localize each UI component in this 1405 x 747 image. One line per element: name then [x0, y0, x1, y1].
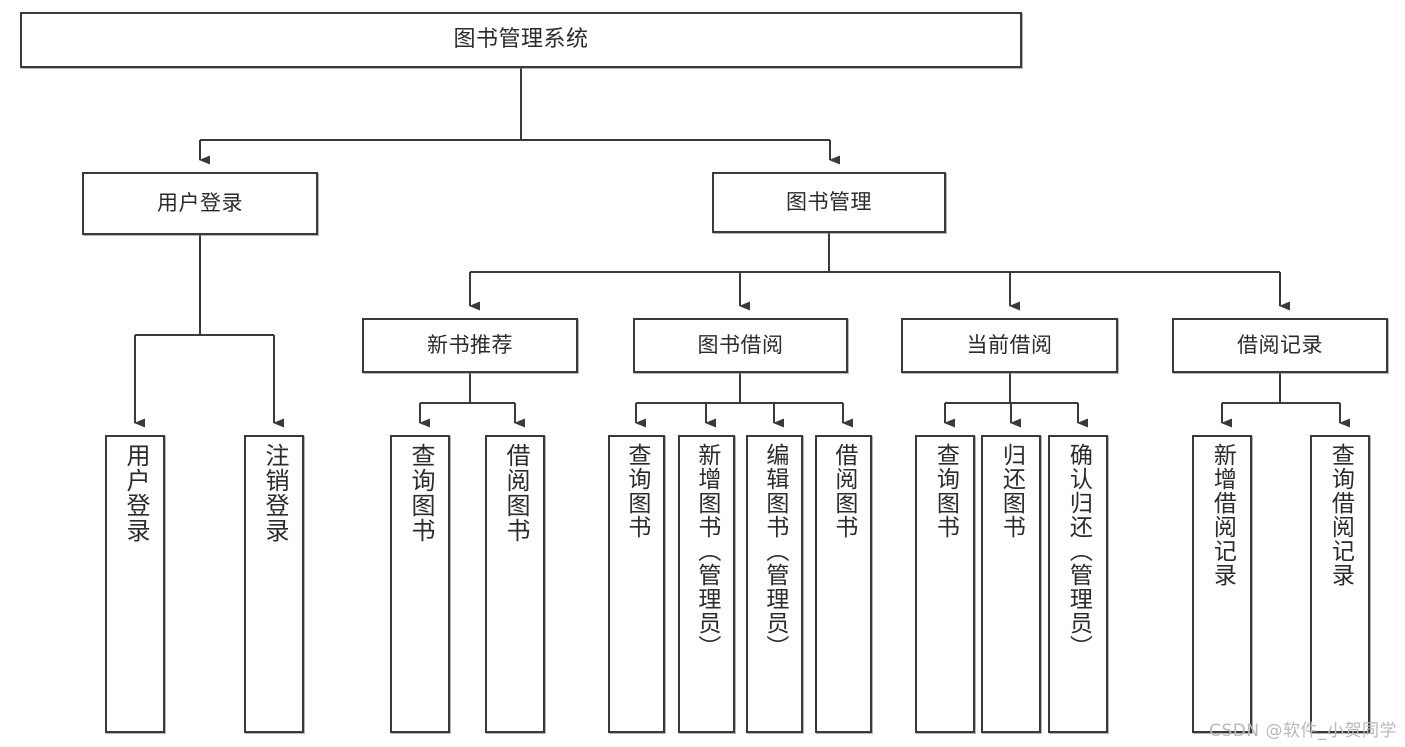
node-cb-return-book[interactable]: 归还图书 — [981, 435, 1041, 733]
node-current-borrow[interactable]: 当前借阅 — [901, 318, 1118, 373]
node-borrow-record[interactable]: 借阅记录 — [1172, 318, 1388, 373]
node-label: 图书管理系统 — [453, 27, 589, 53]
csdn-watermark: CSDN @软件_小贺同学 — [1209, 721, 1397, 741]
node-br-query-record[interactable]: 查询借阅记录 — [1310, 435, 1370, 733]
node-label: 借阅图书 — [830, 443, 857, 539]
node-label: 确认归还（管理员） — [1065, 443, 1092, 659]
node-bb-add-book[interactable]: 新增图书（管理员） — [678, 435, 735, 733]
node-book-borrow[interactable]: 图书借阅 — [633, 318, 848, 373]
node-root-system[interactable]: 图书管理系统 — [20, 12, 1022, 68]
node-nb-query-book[interactable]: 查询图书 — [390, 435, 450, 733]
node-book-management[interactable]: 图书管理 — [712, 172, 946, 233]
node-label: 注销登录 — [260, 443, 289, 543]
node-user-login-logout[interactable]: 注销登录 — [244, 435, 304, 733]
node-label: 新增图书（管理员） — [693, 443, 720, 659]
node-label: 当前借阅 — [966, 333, 1053, 358]
node-bb-query-book[interactable]: 查询图书 — [608, 435, 665, 733]
node-label: 归还图书 — [998, 443, 1025, 539]
node-new-book-recommend[interactable]: 新书推荐 — [362, 318, 578, 373]
node-label: 用户登录 — [121, 443, 150, 543]
node-user-login-login[interactable]: 用户登录 — [105, 435, 165, 733]
node-br-add-record[interactable]: 新增借阅记录 — [1192, 435, 1252, 733]
node-label: 查询借阅记录 — [1327, 443, 1354, 587]
node-nb-borrow-book[interactable]: 借阅图书 — [485, 435, 545, 733]
node-label: 查询图书 — [406, 443, 435, 543]
node-label: 新书推荐 — [427, 333, 513, 358]
node-label: 借阅记录 — [1237, 333, 1323, 358]
node-label: 查询图书 — [932, 443, 959, 539]
node-bb-edit-book[interactable]: 编辑图书（管理员） — [746, 435, 803, 733]
node-label: 图书借阅 — [697, 333, 784, 358]
node-cb-confirm-return[interactable]: 确认归还（管理员） — [1048, 435, 1108, 733]
node-cb-query-book[interactable]: 查询图书 — [915, 435, 975, 733]
node-label: 新增借阅记录 — [1209, 443, 1236, 587]
node-label: 用户登录 — [157, 191, 243, 216]
node-label: 借阅图书 — [501, 443, 530, 543]
node-user-login[interactable]: 用户登录 — [82, 172, 318, 235]
node-bb-borrow-book[interactable]: 借阅图书 — [815, 435, 872, 733]
node-label: 查询图书 — [623, 443, 650, 539]
node-label: 编辑图书（管理员） — [761, 443, 788, 659]
node-label: 图书管理 — [786, 190, 872, 215]
